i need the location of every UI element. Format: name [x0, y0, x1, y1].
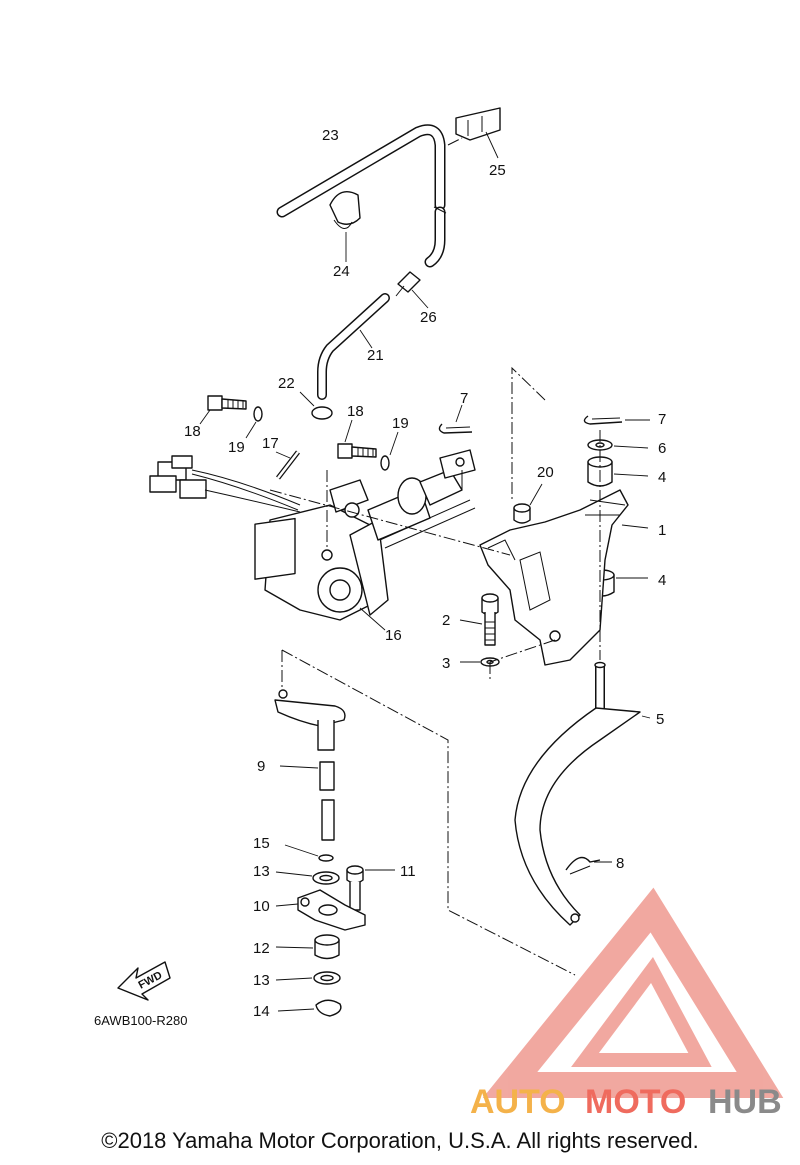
callout-2: 2 [442, 612, 450, 629]
callout-11: 11 [400, 863, 416, 880]
callout-26: 26 [420, 309, 437, 326]
callout-17: 17 [262, 435, 279, 452]
washer-3 [460, 657, 500, 667]
bolt-2 [459, 593, 499, 646]
cable-tie-17 [275, 450, 300, 480]
shaft-9 [279, 761, 335, 841]
callout-20: 20 [537, 464, 554, 481]
callout-24: 24 [333, 263, 350, 280]
callout-5: 5 [656, 711, 664, 728]
callout-13a: 13 [253, 863, 270, 880]
callout-4a: 4 [658, 469, 666, 486]
joint-26 [395, 271, 429, 309]
collar-20 [513, 483, 543, 524]
bushing-12 [275, 934, 340, 960]
callout-13b: 13 [253, 972, 270, 989]
callout-22: 22 [278, 375, 295, 392]
bolt-18-right [337, 419, 377, 459]
callout-4b: 4 [658, 572, 666, 589]
wire-harness [149, 455, 301, 513]
callout-18b: 18 [347, 403, 364, 420]
o-ring-15 [284, 844, 334, 862]
washer-6 [587, 439, 649, 451]
diagram-code: 6AWB100-R280 [94, 1013, 187, 1028]
clip-24 [329, 191, 361, 262]
bracket-link [439, 449, 476, 490]
callout-8: 8 [616, 855, 624, 872]
shaft-rod [379, 499, 476, 549]
watermark-hub: HUB [708, 1083, 782, 1121]
pin-7-left [438, 404, 473, 434]
fwd-arrow-icon: FWD [117, 961, 171, 1001]
callout-23: 23 [322, 127, 339, 144]
watermark-logo [482, 887, 784, 1098]
callout-10: 10 [253, 898, 270, 915]
callout-16: 16 [385, 627, 402, 644]
callout-21: 21 [367, 347, 384, 364]
callout-14: 14 [253, 1003, 270, 1020]
watermark-auto: AUTO [470, 1083, 566, 1121]
callout-6: 6 [658, 440, 666, 457]
washer-19-left [245, 406, 263, 439]
watermark-text: AUTO MOTO HUB [470, 1083, 782, 1121]
bolt-18-left [199, 395, 247, 425]
callout-19a: 19 [228, 439, 245, 456]
lever-5 [514, 661, 651, 926]
clamp-22 [299, 391, 333, 420]
assembly-lines [269, 366, 601, 976]
callout-12: 12 [253, 940, 270, 957]
bushing-4-top [587, 456, 649, 487]
callout-7a: 7 [460, 390, 468, 407]
bracket-1 [479, 489, 649, 666]
callout-19b: 19 [392, 415, 409, 432]
pin-8 [565, 856, 612, 875]
callout-3: 3 [442, 655, 450, 672]
callout-7b: 7 [658, 411, 666, 428]
clip-25 [447, 107, 501, 159]
pin-7-right [583, 415, 650, 425]
arm-upper [274, 689, 346, 751]
washer-19-right [380, 431, 399, 471]
washer-13-lower [275, 971, 341, 985]
washer-13-upper [275, 871, 340, 885]
bolt-11 [346, 865, 395, 911]
copyright-notice: ©2018 Yamaha Motor Corporation, U.S.A. A… [101, 1128, 699, 1153]
circlip-14 [277, 999, 342, 1017]
callout-18a: 18 [184, 423, 201, 440]
arm-10 [275, 889, 366, 931]
hose-23 [276, 124, 447, 268]
callout-25: 25 [489, 162, 506, 179]
callout-15: 15 [253, 835, 270, 852]
tilt-motor-16 [254, 469, 463, 631]
callout-9: 9 [257, 758, 265, 775]
callouts: 1 2 3 4 4 5 6 7 7 8 9 10 11 12 13 13 14 … [184, 127, 666, 1020]
callout-1: 1 [658, 522, 666, 539]
hose-21 [317, 293, 390, 400]
watermark-moto: MOTO [585, 1083, 686, 1121]
